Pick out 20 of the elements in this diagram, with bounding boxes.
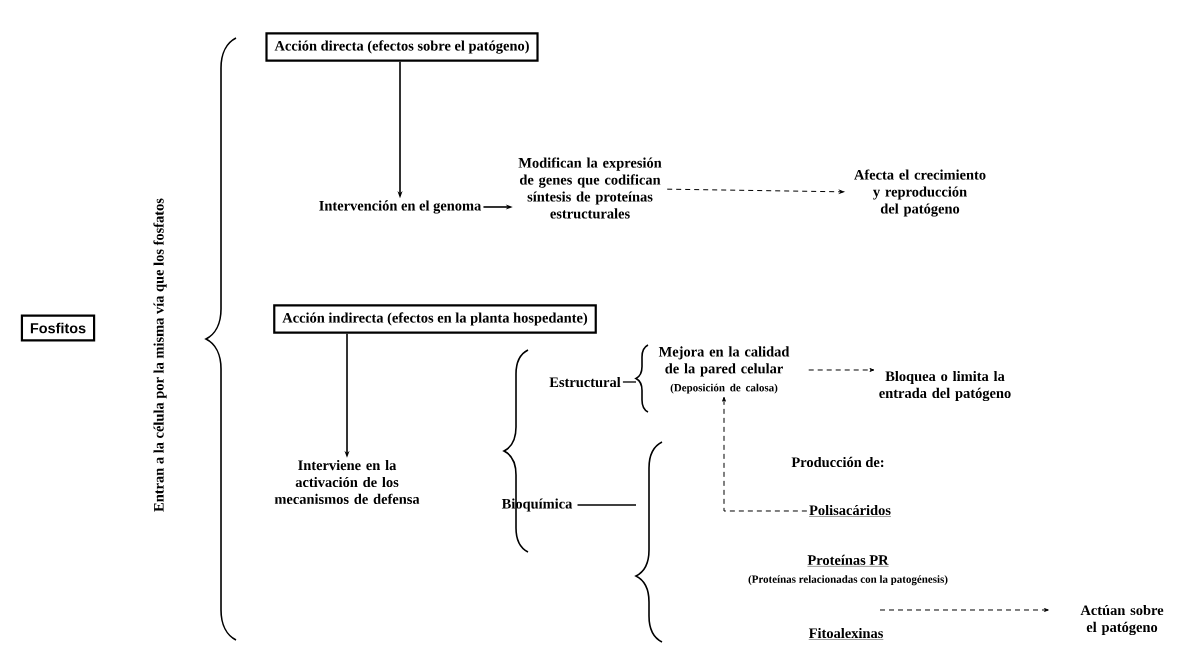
vertical-label: Entran a la célula por la misma vía que los fosfatos	[153, 198, 167, 512]
node-text: Mejora en la calidad de la pared celular (Deposición de calosa)	[658, 346, 790, 394]
title-box: Acción indirecta (efectos en la planta hospedante)	[273, 304, 597, 334]
arrow	[666, 188, 845, 194]
arrow	[879, 608, 1049, 612]
node-text: Actúan sobre el patógeno	[1080, 604, 1164, 636]
node-text: Afecta el crecimiento y reproducción del patógeno	[854, 169, 986, 217]
node-text: Estructural	[549, 376, 621, 388]
title-box: Fosfitos	[20, 314, 96, 342]
title-box: Acción directa (efectos sobre el patógeno)	[265, 32, 539, 62]
node-text: Interviene en la activación de los mecanismos de defensa	[274, 459, 420, 504]
node-text: Producción de:	[791, 456, 884, 468]
node-text: Fitoalexinas	[808, 627, 884, 640]
arrow	[722, 396, 808, 512]
node-text: Bloquea o limita la entrada del patógeno	[879, 370, 1011, 402]
node-text: Polisacáridos	[808, 504, 892, 517]
node-text: Intervención en el genoma	[319, 200, 482, 214]
arrow	[808, 368, 875, 372]
node-text: Proteínas PR (Proteínas relacionadas con la patogénesis)	[748, 554, 948, 586]
node-text: Modifican la expresión de genes que codifican síntesis de proteínas estructurales	[518, 157, 662, 219]
